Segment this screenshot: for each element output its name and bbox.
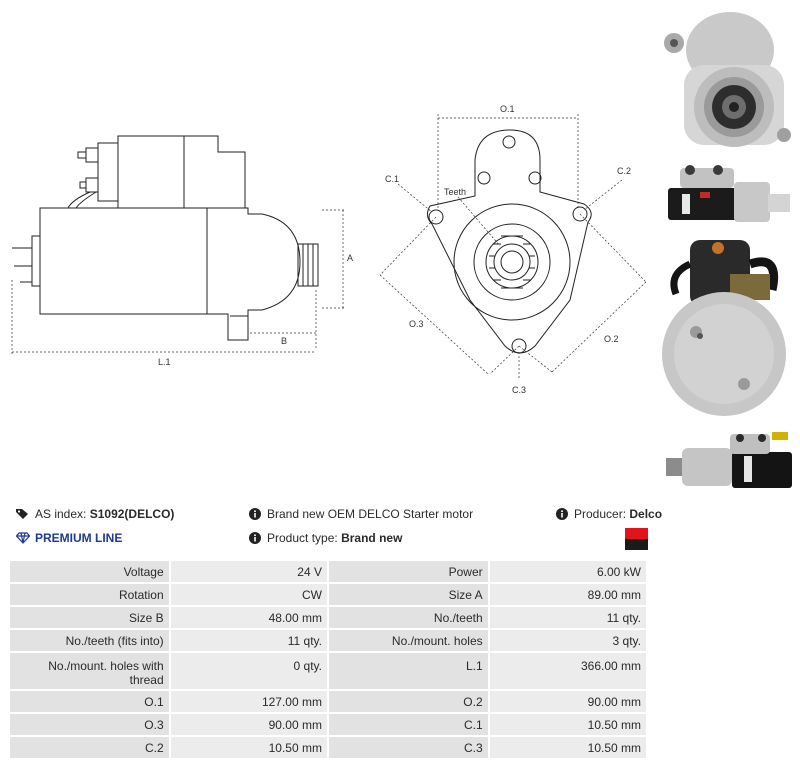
spec-value: 11 qty. <box>170 630 327 651</box>
spec-row: Size B 48.00 mm No./teeth 11 qty. <box>10 607 646 628</box>
spec-label: O.3 <box>10 714 169 735</box>
spec-value: 3 qty. <box>489 630 646 651</box>
spec-label: C.1 <box>328 714 488 735</box>
product-description: Brand new OEM DELCO Starter motor <box>248 507 473 521</box>
spec-value: 366.00 mm <box>489 653 646 689</box>
spec-value: 89.00 mm <box>489 584 646 605</box>
as-index-value: S1092(DELCO) <box>89 507 175 521</box>
tags-icon <box>16 507 30 521</box>
product-photo-pinion-side[interactable] <box>660 428 800 494</box>
spec-label: O.2 <box>328 691 488 712</box>
producer-brand-flag <box>625 528 648 550</box>
producer: Producer: Delco <box>555 507 662 521</box>
spec-value: 10.50 mm <box>489 737 646 758</box>
spec-value: 127.00 mm <box>170 691 327 712</box>
side-view-drawing <box>12 135 319 341</box>
front-view-drawing <box>426 129 592 354</box>
diamond-icon <box>16 531 30 545</box>
spec-label: No./mount. holes <box>328 630 488 651</box>
dim-label-o1: O.1 <box>500 104 515 114</box>
as-index-label: AS index: <box>35 507 87 521</box>
spec-label: Rotation <box>10 584 169 605</box>
front-view-dimensions <box>379 114 647 378</box>
product-photo-side[interactable] <box>660 162 800 228</box>
info-icon <box>248 531 262 545</box>
dim-label-teeth: Teeth <box>444 187 466 197</box>
dim-label-b: B <box>281 336 287 346</box>
spec-row: No./mount. holes with thread 0 qty. L.1 … <box>10 653 646 689</box>
spec-label: Power <box>328 561 488 582</box>
spec-label: C.2 <box>10 737 169 758</box>
dim-label-o2: O.2 <box>604 334 619 344</box>
spec-label: Size A <box>328 584 488 605</box>
info-icon <box>555 507 569 521</box>
spec-value: 11 qty. <box>489 607 646 628</box>
spec-value: 0 qty. <box>170 653 327 689</box>
description-text: Brand new OEM DELCO Starter motor <box>267 507 474 521</box>
spec-row: Voltage 24 V Power 6.00 kW <box>10 561 646 582</box>
product-info: AS index: S1092(DELCO) PREMIUM LINE Bran… <box>0 500 800 552</box>
info-icon <box>248 507 262 521</box>
spec-value: 24 V <box>170 561 327 582</box>
product-type-label: Product type: <box>267 531 338 545</box>
spec-label: No./teeth (fits into) <box>10 630 169 651</box>
dim-label-c1: C.1 <box>385 174 399 184</box>
product-photo-back[interactable] <box>660 234 800 424</box>
spec-value: 90.00 mm <box>489 691 646 712</box>
dim-label-a: A <box>347 253 353 263</box>
specifications-table: Voltage 24 V Power 6.00 kW Rotation CW S… <box>8 559 648 760</box>
spec-row: Rotation CW Size A 89.00 mm <box>10 584 646 605</box>
spec-value: CW <box>170 584 327 605</box>
product-type-value: Brand new <box>341 531 403 545</box>
product-photo-front[interactable] <box>660 5 800 160</box>
dim-label-l1: L.1 <box>158 357 171 367</box>
spec-value: 10.50 mm <box>170 737 327 758</box>
product-photos <box>660 0 800 495</box>
dim-label-c3: C.3 <box>512 385 526 395</box>
spec-label: Voltage <box>10 561 169 582</box>
spec-label: O.1 <box>10 691 169 712</box>
side-view-dimensions <box>11 209 345 356</box>
spec-row: O.1 127.00 mm O.2 90.00 mm <box>10 691 646 712</box>
as-index: AS index: S1092(DELCO) <box>16 507 174 521</box>
spec-label: No./teeth <box>328 607 488 628</box>
premium-line: PREMIUM LINE <box>16 531 122 545</box>
spec-row: No./teeth (fits into) 11 qty. No./mount.… <box>10 630 646 651</box>
spec-value: 48.00 mm <box>170 607 327 628</box>
premium-line-label: PREMIUM LINE <box>35 531 123 545</box>
technical-drawings: A B L.1 <box>11 104 647 395</box>
dim-label-o3: O.3 <box>409 319 424 329</box>
spec-value: 10.50 mm <box>489 714 646 735</box>
spec-label: L.1 <box>328 653 488 689</box>
spec-value: 6.00 kW <box>489 561 646 582</box>
drawing-canvas: A B L.1 <box>11 104 647 395</box>
producer-label: Producer: <box>574 507 627 521</box>
spec-label: Size B <box>10 607 169 628</box>
spec-row: C.2 10.50 mm C.3 10.50 mm <box>10 737 646 758</box>
spec-label: No./mount. holes with thread <box>10 653 169 689</box>
product-type: Product type: Brand new <box>248 531 402 545</box>
producer-value: Delco <box>629 507 663 521</box>
spec-row: O.3 90.00 mm C.1 10.50 mm <box>10 714 646 735</box>
dim-label-c2: C.2 <box>617 166 631 176</box>
spec-value: 90.00 mm <box>170 714 327 735</box>
spec-label: C.3 <box>328 737 488 758</box>
